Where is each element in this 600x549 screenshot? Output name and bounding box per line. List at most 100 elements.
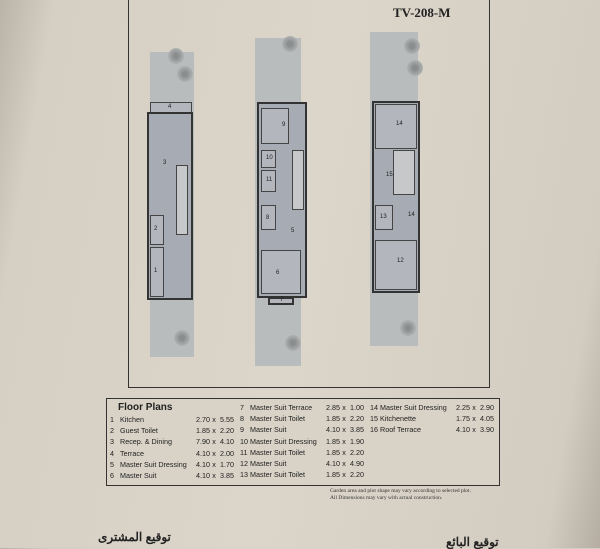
room-number: 8 xyxy=(266,215,270,221)
room-number: 2 xyxy=(154,226,158,232)
room-number: 13 xyxy=(380,214,387,220)
room-width: 1.85 xyxy=(326,414,340,424)
room-name: Terrace xyxy=(120,448,144,458)
times-sign: x xyxy=(472,414,476,424)
master-suit-9 xyxy=(261,108,289,144)
room-number: 5 xyxy=(291,228,295,234)
room-number: 8 xyxy=(240,414,244,424)
room-name: Recep. & Dining xyxy=(120,437,172,447)
terrace-7 xyxy=(268,297,294,305)
room-number: 11 xyxy=(266,177,273,183)
room-number: 9 xyxy=(240,425,244,435)
tree-icon xyxy=(404,38,420,54)
times-sign: x xyxy=(342,459,346,469)
room-number: 16 xyxy=(370,425,378,435)
room-name: Master Suit xyxy=(250,425,287,435)
kitchen xyxy=(150,247,164,297)
room-number: 15 xyxy=(386,172,393,178)
room-length: 2.20 xyxy=(350,470,364,480)
room-length: 1.90 xyxy=(350,436,364,446)
room-length: 5.55 xyxy=(220,415,234,424)
times-sign: x xyxy=(342,447,346,457)
room-number: 10 xyxy=(240,436,248,446)
room-length: 3.90 xyxy=(480,425,494,435)
room-length: 3.85 xyxy=(350,425,364,435)
room-number: 11 xyxy=(240,447,248,457)
room-name: Master Suit Dressing xyxy=(380,403,447,412)
room-number: 10 xyxy=(266,155,273,161)
room-number: 4 xyxy=(110,448,114,458)
room-width: 1.85 xyxy=(326,436,340,446)
room-name: Guest Toilet xyxy=(120,426,158,436)
room-length: 2.20 xyxy=(350,414,364,424)
times-sign: x xyxy=(212,448,216,458)
seller-signature-label: توقيع البائع xyxy=(446,535,499,549)
room-name: Master Suit Toilet xyxy=(250,447,305,457)
room-name: Master Suit xyxy=(250,459,287,469)
table-title: Floor Plans xyxy=(118,402,173,413)
room-width: 2.85 xyxy=(326,403,340,412)
room-width: 4.10 xyxy=(326,425,340,435)
room-number: 6 xyxy=(276,270,280,276)
stairs xyxy=(393,150,415,195)
toilet-11 xyxy=(261,170,276,192)
room-name: Master Suit Toilet xyxy=(250,470,305,480)
room-number: 3 xyxy=(110,437,114,447)
room-number: 1 xyxy=(154,268,158,274)
room-width: 4.10 xyxy=(456,425,470,435)
room-width: 1.75 xyxy=(456,414,470,424)
room-number: 1 xyxy=(110,415,114,424)
times-sign: x xyxy=(472,425,476,435)
toilet-13 xyxy=(375,205,393,230)
room-width: 1.85 xyxy=(196,426,210,436)
times-sign: x xyxy=(342,425,346,435)
guest-toilet xyxy=(150,215,164,245)
times-sign: x xyxy=(212,415,216,424)
room-length: 2.20 xyxy=(220,426,234,436)
tree-icon xyxy=(282,36,298,52)
tree-icon xyxy=(174,330,190,346)
times-sign: x xyxy=(212,437,216,447)
master-suit-12 xyxy=(375,240,417,290)
room-number: 14 xyxy=(370,403,378,412)
room-number: 15 xyxy=(370,414,378,424)
stairs xyxy=(292,150,304,210)
room-number: 14 xyxy=(408,212,415,218)
note-line: All Dimensions may vary with actual cons… xyxy=(330,495,443,501)
dressing-10 xyxy=(261,150,276,168)
room-length: 2.20 xyxy=(350,447,364,457)
tree-icon xyxy=(177,66,193,82)
room-number: 12 xyxy=(240,459,248,469)
room-length: 4.10 xyxy=(220,437,234,447)
room-number: 5 xyxy=(110,459,114,469)
room-number: 4 xyxy=(168,104,172,110)
room-length: 2.90 xyxy=(480,403,494,412)
room-length: 2.00 xyxy=(220,448,234,458)
room-width: 4.10 xyxy=(196,459,210,469)
buyer-signature-label: توقيع المشترى xyxy=(98,530,171,544)
room-width: 4.10 xyxy=(196,448,210,458)
note-line: Garden area and plot shape may vary acco… xyxy=(330,488,471,494)
room-number: 7 xyxy=(280,297,284,303)
tree-icon xyxy=(168,48,184,64)
master-suit-6 xyxy=(261,250,301,294)
room-name: Master Suit Dressing xyxy=(250,436,317,446)
times-sign: x xyxy=(342,436,346,446)
times-sign: x xyxy=(342,470,346,480)
unit-code: TV-208-M xyxy=(393,5,451,20)
room-number: 7 xyxy=(240,403,244,412)
